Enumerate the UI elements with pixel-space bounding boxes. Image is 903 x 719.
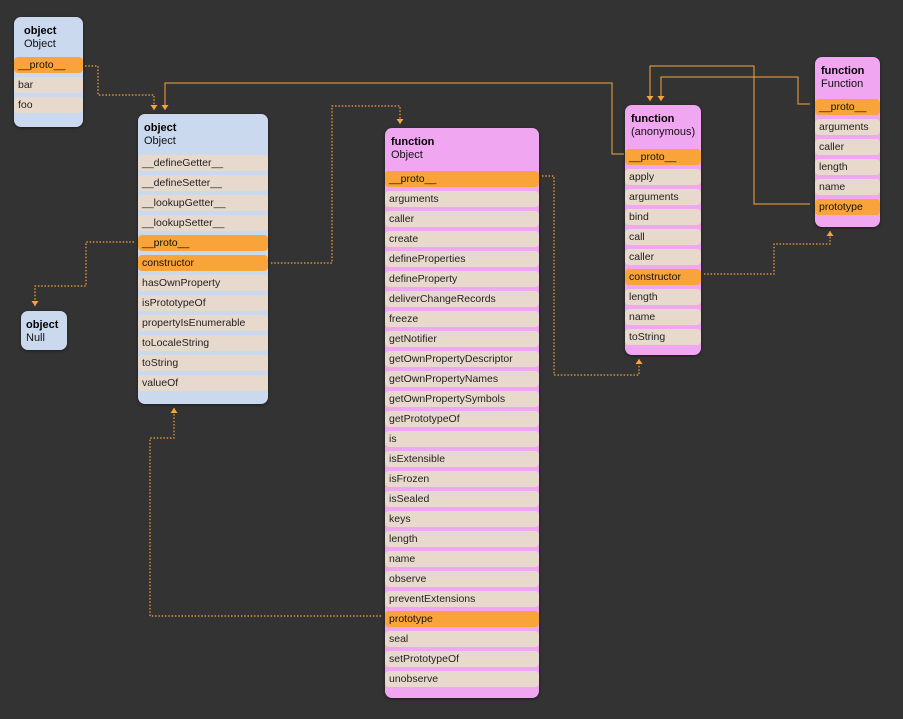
property-row-name[interactable]: name xyxy=(385,551,539,567)
node-name-label: Object xyxy=(24,38,56,50)
property-row-propertyisenumerable[interactable]: propertyIsEnumerable xyxy=(138,315,268,331)
property-row-isextensible[interactable]: isExtensible xyxy=(385,451,539,467)
property-row-issealed[interactable]: isSealed xyxy=(385,491,539,507)
property-row-constructor[interactable]: constructor xyxy=(625,269,701,285)
property-row-getnotifier[interactable]: getNotifier xyxy=(385,331,539,347)
property-row-constructor[interactable]: constructor xyxy=(138,255,268,271)
arrowhead-4 xyxy=(170,408,178,413)
property-row-caller[interactable]: caller xyxy=(385,211,539,227)
node-kind-label: object xyxy=(26,319,59,331)
property-row-tolocalestring[interactable]: toLocaleString xyxy=(138,335,268,351)
node-kind-label: function xyxy=(631,113,675,125)
node-kind-label: function xyxy=(391,136,435,148)
property-row-valueof[interactable]: valueOf xyxy=(138,375,268,391)
property-list: __proto__apply arguments bind call caller con… xyxy=(625,149,701,345)
property-row-prototype[interactable]: prototype xyxy=(385,611,539,627)
property-row-unobserve[interactable]: unobserve xyxy=(385,671,539,687)
property-row-caller[interactable]: caller xyxy=(815,139,880,155)
arrowhead-9 xyxy=(646,96,654,101)
property-row-is[interactable]: is xyxy=(385,431,539,447)
property-row-lookupgetter[interactable]: __lookupGetter__ xyxy=(138,195,268,211)
node-name-label: Object xyxy=(391,149,423,161)
arrowhead-7 xyxy=(826,231,834,236)
node-name-label: (anonymous) xyxy=(631,126,696,138)
property-row-preventextensions[interactable]: preventExtensions xyxy=(385,591,539,607)
link-line-8 xyxy=(660,76,810,105)
node-kind-label: object xyxy=(144,122,177,134)
arrowhead-5 xyxy=(635,359,643,364)
property-row-arguments[interactable]: arguments xyxy=(385,191,539,207)
object-node-foo[interactable]: object Object __proto__bar foo xyxy=(14,17,83,127)
function-node-anonymous[interactable]: function (anonymous) __proto__apply argum… xyxy=(625,105,701,355)
property-row-keys[interactable]: keys xyxy=(385,511,539,527)
link-line-7 xyxy=(704,231,831,275)
property-list: __proto__bar foo xyxy=(14,57,83,113)
property-row-proto[interactable]: __proto__ xyxy=(14,57,83,73)
property-row-seal[interactable]: seal xyxy=(385,631,539,647)
property-row-name[interactable]: name xyxy=(625,309,701,325)
property-row-observe[interactable]: observe xyxy=(385,571,539,587)
property-row-isprototypeof[interactable]: isPrototypeOf xyxy=(138,295,268,311)
property-row-proto[interactable]: __proto__ xyxy=(815,99,880,115)
property-row-getprototypeof[interactable]: getPrototypeOf xyxy=(385,411,539,427)
arrowhead-3 xyxy=(396,119,404,124)
property-row-length[interactable]: length xyxy=(815,159,880,175)
property-row-setprototypeof[interactable]: setPrototypeOf xyxy=(385,651,539,667)
property-row-getownpropertysymbols[interactable]: getOwnPropertySymbols xyxy=(385,391,539,407)
object-node-null[interactable]: object Null xyxy=(21,311,67,350)
link-line-1 xyxy=(85,65,155,110)
property-row-caller[interactable]: caller xyxy=(625,249,701,265)
property-row-freeze[interactable]: freeze xyxy=(385,311,539,327)
property-list: __defineGetter__ __defineSetter__ __lookup… xyxy=(138,155,268,391)
property-row-lookupsetter[interactable]: __lookupSetter__ xyxy=(138,215,268,231)
link-line-3 xyxy=(271,105,401,264)
node-name-label: Object xyxy=(144,135,176,147)
link-line-4 xyxy=(149,408,381,617)
property-row-defineproperty[interactable]: defineProperty xyxy=(385,271,539,287)
property-row-arguments[interactable]: arguments xyxy=(625,189,701,205)
property-row-name[interactable]: name xyxy=(815,179,880,195)
node-name-label: Null xyxy=(26,332,45,344)
function-node-function[interactable]: function Function __proto__ arguments call… xyxy=(815,57,880,227)
function-node-object[interactable]: function Object __proto__ arguments caller… xyxy=(385,128,539,698)
property-row-tostring[interactable]: toString xyxy=(625,329,701,345)
property-row-create[interactable]: create xyxy=(385,231,539,247)
property-row-tostring[interactable]: toString xyxy=(138,355,268,371)
property-row-foo[interactable]: foo xyxy=(14,97,83,113)
property-row-call[interactable]: call xyxy=(625,229,701,245)
property-row-proto[interactable]: __proto__ xyxy=(625,149,701,165)
property-list: __proto__ arguments caller length name protot… xyxy=(815,99,880,215)
property-row-defineproperties[interactable]: defineProperties xyxy=(385,251,539,267)
arrowhead-8 xyxy=(657,96,665,101)
property-row-isfrozen[interactable]: isFrozen xyxy=(385,471,539,487)
node-kind-label: function xyxy=(821,65,865,77)
property-row-length[interactable]: length xyxy=(625,289,701,305)
arrowhead-2 xyxy=(31,301,39,306)
link-line-2 xyxy=(34,241,134,306)
property-row-bar[interactable]: bar xyxy=(14,77,83,93)
arrowhead-1 xyxy=(150,105,158,110)
property-list: __proto__ arguments caller create defineProp… xyxy=(385,171,539,687)
property-row-hasownproperty[interactable]: hasOwnProperty xyxy=(138,275,268,291)
property-row-getownpropertynames[interactable]: getOwnPropertyNames xyxy=(385,371,539,387)
property-row-arguments[interactable]: arguments xyxy=(815,119,880,135)
property-row-prototype[interactable]: prototype xyxy=(815,199,880,215)
node-name-label: Function xyxy=(821,78,864,90)
property-row-apply[interactable]: apply xyxy=(625,169,701,185)
property-row-length[interactable]: length xyxy=(385,531,539,547)
object-node-object-prototype[interactable]: object Object __defineGetter__ __defineSe… xyxy=(138,114,268,404)
property-row-proto[interactable]: __proto__ xyxy=(385,171,539,187)
property-row-definegetter[interactable]: __defineGetter__ xyxy=(138,155,268,171)
node-kind-label: object xyxy=(24,25,57,37)
property-row-proto[interactable]: __proto__ xyxy=(138,235,268,251)
property-row-deliverchangerecords[interactable]: deliverChangeRecords xyxy=(385,291,539,307)
property-row-bind[interactable]: bind xyxy=(625,209,701,225)
property-row-getownpropertydescriptor[interactable]: getOwnPropertyDescriptor xyxy=(385,351,539,367)
arrowhead-6 xyxy=(161,105,169,110)
property-row-definesetter[interactable]: __defineSetter__ xyxy=(138,175,268,191)
